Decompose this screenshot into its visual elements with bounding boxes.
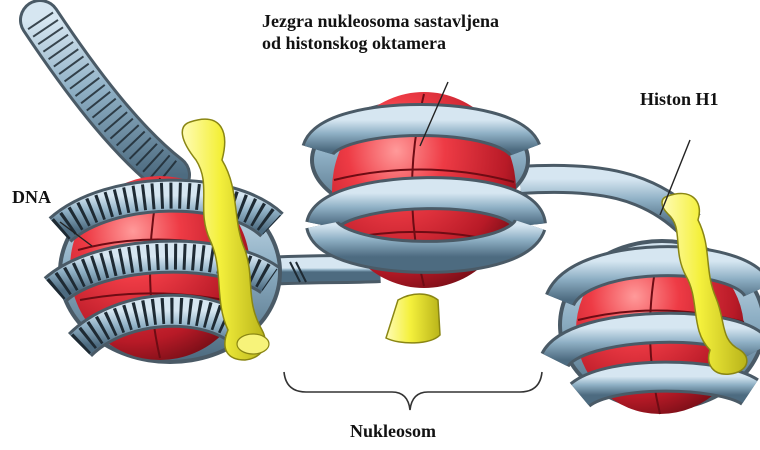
histone-h1-label: Histon H1 — [640, 88, 719, 110]
nucleosome-brace — [284, 372, 542, 410]
histone-h1-center — [386, 294, 440, 343]
nucleosome-center — [310, 92, 530, 343]
nucleosome-right — [555, 193, 760, 414]
core-label: Jezgra nukleosoma sastavljena od histons… — [262, 10, 499, 54]
core-label-line1: Jezgra nukleosoma sastavljena — [262, 10, 499, 32]
nucleosome-label: Nukleosom — [350, 420, 436, 442]
dna-label: DNA — [12, 186, 51, 208]
dna-fiber-upper — [40, 20, 170, 175]
core-label-line2: od histonskog oktamera — [262, 32, 499, 54]
